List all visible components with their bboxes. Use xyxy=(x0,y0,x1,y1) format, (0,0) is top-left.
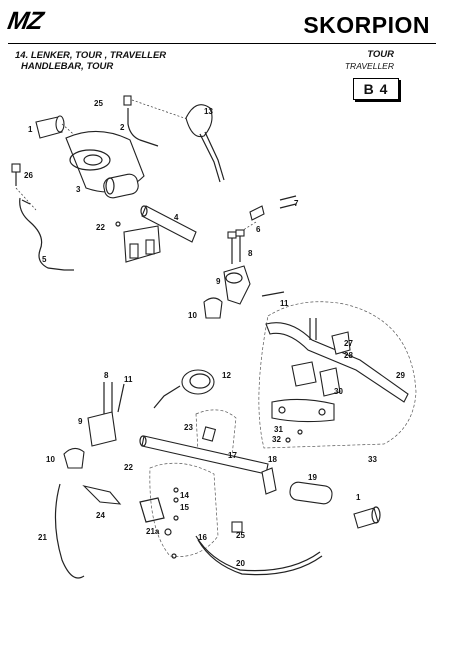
callout-1-lower: 1 xyxy=(356,493,361,502)
callout-21: 21 xyxy=(38,533,47,542)
callout-32: 32 xyxy=(272,435,281,444)
page-code-box: B 4 xyxy=(353,78,399,100)
lower-riser-part xyxy=(63,382,125,469)
callout-14: 14 xyxy=(180,491,189,500)
callout-15: 15 xyxy=(180,503,189,512)
callout-24: 24 xyxy=(96,511,105,520)
lower-mirror-part xyxy=(153,369,215,409)
callout-6: 6 xyxy=(256,225,261,234)
callout-8-lower: 8 xyxy=(104,371,109,380)
callout-26: 26 xyxy=(24,171,33,180)
header-divider xyxy=(8,43,436,44)
callout-13: 13 xyxy=(204,107,213,116)
callout-1: 1 xyxy=(28,125,33,134)
callout-23: 23 xyxy=(184,423,193,432)
callout-29: 29 xyxy=(396,371,405,380)
clutch-cable-part xyxy=(19,197,74,271)
callout-7: 7 xyxy=(294,199,299,208)
callout-19: 19 xyxy=(308,473,317,482)
section-title-en: HANDLEBAR, TOUR xyxy=(21,61,114,72)
mirror-part xyxy=(185,104,225,183)
lower-handlebar-part xyxy=(139,409,269,475)
callout-31: 31 xyxy=(274,425,283,434)
callout-30: 30 xyxy=(334,387,343,396)
section-title-de: 14. LENKER, TOUR , TRAVELLER xyxy=(15,50,167,61)
callout-33: 33 xyxy=(368,455,377,464)
callout-9: 9 xyxy=(216,277,221,286)
callout-2: 2 xyxy=(120,123,125,132)
callout-22-lower: 22 xyxy=(124,463,133,472)
hand-grip-part xyxy=(35,115,81,141)
callout-21a: 21a xyxy=(146,527,160,536)
handlebar-tube-part xyxy=(140,205,197,243)
variant-traveller: TRAVELLER xyxy=(344,61,394,71)
callout-27: 27 xyxy=(344,339,353,348)
callout-20: 20 xyxy=(236,559,245,568)
clamp-screws-part xyxy=(239,195,297,233)
callout-25-lower: 25 xyxy=(236,531,245,540)
callout-10: 10 xyxy=(188,311,197,320)
clutch-lever-part xyxy=(54,462,323,579)
callout-28: 28 xyxy=(344,351,353,360)
callout-25: 25 xyxy=(94,99,103,108)
callout-4: 4 xyxy=(174,213,179,222)
callout-9-lower: 9 xyxy=(78,417,83,426)
throttle-cable-part xyxy=(123,95,191,147)
throttle-housing-part xyxy=(65,130,145,199)
lower-grip-part xyxy=(261,467,381,529)
riser-assembly-part xyxy=(203,229,285,319)
callout-8: 8 xyxy=(248,249,253,258)
callout-10-lower: 10 xyxy=(46,455,55,464)
callout-3: 3 xyxy=(76,185,81,194)
callout-11-lower: 11 xyxy=(124,375,133,384)
screw-part xyxy=(11,163,37,211)
callout-18: 18 xyxy=(268,455,277,464)
variant-tour: TOUR xyxy=(367,49,394,60)
callout-17: 17 xyxy=(228,451,237,460)
callout-5: 5 xyxy=(42,255,47,264)
traveller-handlebar-part xyxy=(258,301,417,449)
callout-16: 16 xyxy=(198,533,207,542)
callout-12: 12 xyxy=(222,371,231,380)
lever-bracket-part xyxy=(115,221,161,263)
callout-22: 22 xyxy=(96,223,105,232)
model-name: SKORPION xyxy=(303,12,430,38)
callout-11: 11 xyxy=(280,299,289,308)
